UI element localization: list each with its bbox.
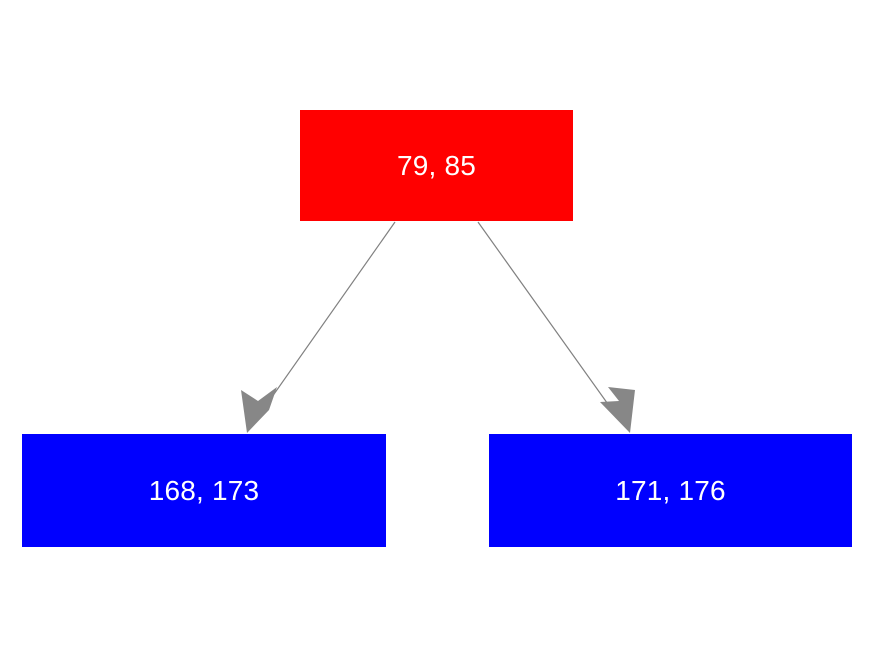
tree-node-child-left[interactable]: 168, 173 (22, 434, 386, 547)
arrowhead-root-to-left (241, 387, 277, 433)
edge-line-root-to-left (259, 221, 396, 415)
arrowhead-root-to-right (600, 387, 635, 433)
tree-node-root[interactable]: 79, 85 (300, 110, 573, 221)
edge-root-to-right (477, 221, 635, 433)
edge-line-root-to-right (477, 221, 616, 415)
tree-node-root-label: 79, 85 (396, 149, 477, 181)
edge-root-to-left (241, 221, 396, 433)
tree-node-child-left-label: 168, 173 (148, 474, 260, 506)
tree-node-child-right-label: 171, 176 (615, 474, 726, 506)
tree-node-child-right[interactable]: 171, 176 (489, 434, 852, 547)
